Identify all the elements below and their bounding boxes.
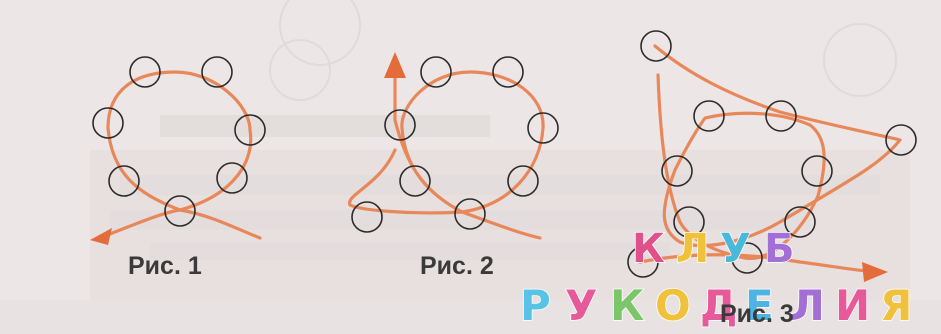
figure-3-arrow <box>862 262 888 282</box>
watermark-line-1-letter: У <box>720 226 753 272</box>
figure-2-bead-4 <box>527 112 559 144</box>
figure-2-thread <box>348 68 545 240</box>
figure-3-bead-10 <box>731 242 763 274</box>
figure-3-bead-8 <box>784 206 816 238</box>
watermark-line-1-letter: Б <box>764 226 797 272</box>
figure-3-tail <box>638 253 877 274</box>
figure-2-arrow <box>384 52 406 78</box>
figure-1-bead-2 <box>201 56 233 88</box>
figure-2-caption: Рис. 2 <box>420 252 494 280</box>
watermark-line-2-letter: У <box>565 281 599 330</box>
watermark-line-2-letter: Е <box>745 281 776 330</box>
figure-1-bead-7 <box>164 195 196 227</box>
figure-3-bead-7 <box>673 206 705 238</box>
figure-1-bead-4 <box>234 114 266 146</box>
figure-1-bead-5 <box>108 165 140 197</box>
watermark-line-2-letter: Р <box>520 281 553 330</box>
figure-3-bead-5 <box>661 155 693 187</box>
figure-3-bead-4 <box>885 124 917 156</box>
watermark-line-2-letter: Я <box>880 281 914 330</box>
watermark-line-2-letter: К <box>610 281 646 330</box>
figure-1-thread <box>98 70 262 240</box>
watermark-line-2-letter: Л <box>790 281 827 330</box>
watermark-line-1-letter: Л <box>676 226 711 272</box>
figure-1-bead-1 <box>129 56 161 88</box>
figure-1-bead-6 <box>216 162 248 194</box>
figure-1-caption: Рис. 1 <box>128 252 202 280</box>
figure-2-bead-2 <box>492 56 524 88</box>
watermark-line-1-letter: К <box>632 226 667 272</box>
figure-3-bead-6 <box>801 155 833 187</box>
figure-2-bead-8 <box>454 198 486 230</box>
figure-3-bead-1 <box>640 30 672 62</box>
figure-3 <box>627 30 917 282</box>
figure-2-bead-5 <box>399 165 431 197</box>
figure-2-bead-3 <box>384 109 416 141</box>
watermark-line-2-letter: И <box>835 281 872 330</box>
figure-1-arrow <box>90 228 112 245</box>
figure-2: Рис. 2 <box>348 52 559 280</box>
figure-3-bead-2 <box>693 100 725 132</box>
watermark-line-2-letter: О <box>655 281 693 330</box>
figure-1-bead-3 <box>92 107 124 139</box>
figure-3-caption: Рис. 3 <box>720 300 794 328</box>
watermark-line-2-letter: Д <box>700 281 739 330</box>
figure-1: Рис. 1 <box>90 56 266 280</box>
figure-2-bead-7 <box>351 201 383 233</box>
figure-2-bead-6 <box>507 165 539 197</box>
figure-3-bead-3 <box>765 100 797 132</box>
figure-3-bead-9 <box>627 246 659 278</box>
figure-2-bead-1 <box>420 56 452 88</box>
